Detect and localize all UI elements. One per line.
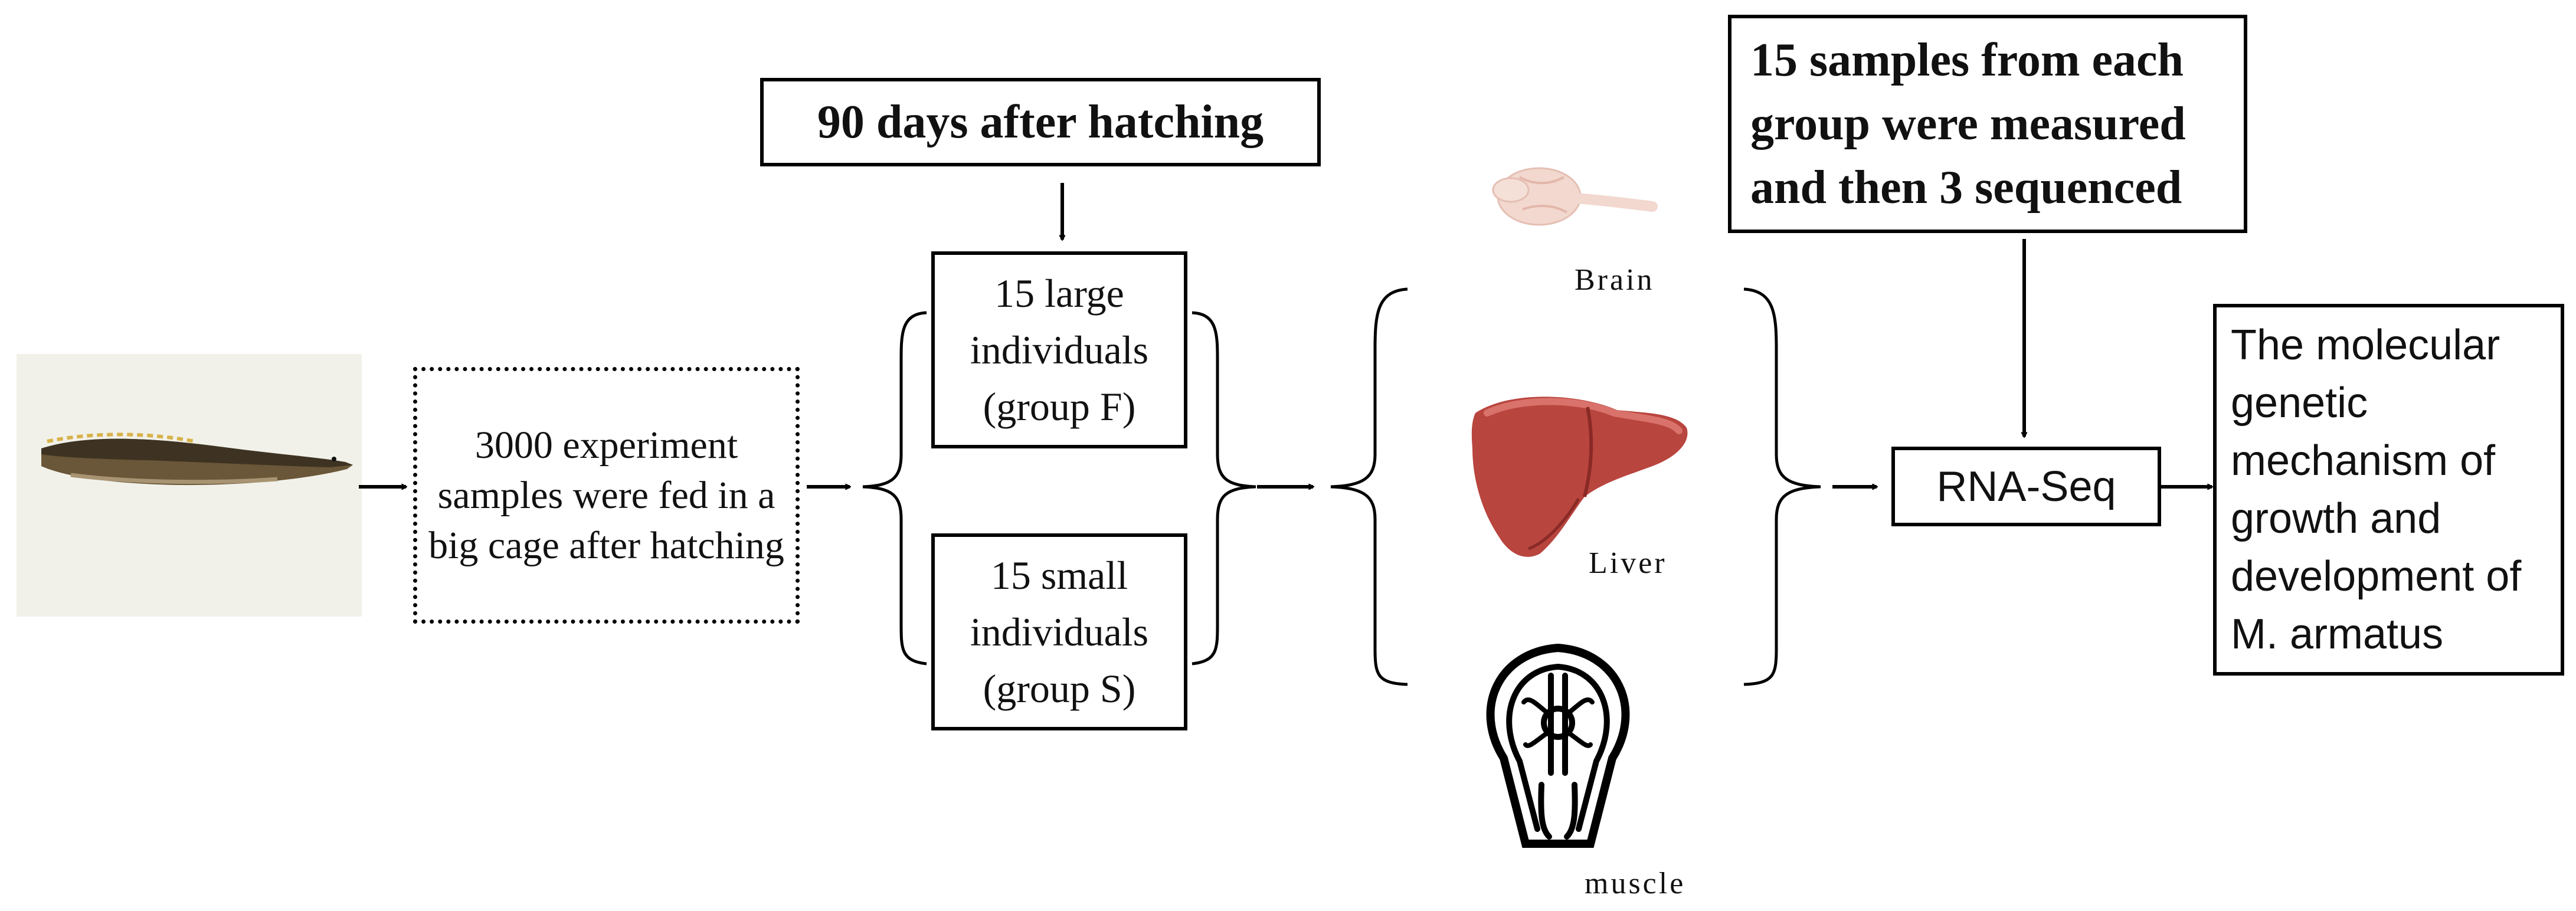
group-large-text: 15 large individuals (group F) — [970, 271, 1149, 429]
tissue-label-muscle: muscle — [1585, 867, 1686, 900]
time-step-box: 90 days after hatching — [760, 78, 1321, 166]
bracket-groups-right — [1192, 311, 1256, 666]
outcome-text: The molecular genetic mechanism of growt… — [2231, 322, 2522, 658]
liver-icon — [1471, 396, 1688, 557]
tissue-label-liver: Liver — [1589, 546, 1667, 580]
sampling-step-text: 15 samples from each group were measured… — [1750, 34, 2186, 214]
outcome-box: The molecular genetic mechanism of growt… — [2213, 304, 2564, 676]
sampling-step-box: 15 samples from each group were measured… — [1728, 15, 2247, 233]
muscle-icon — [1486, 643, 1630, 848]
bracket-tissues-left — [1330, 287, 1408, 686]
feed-step-box: 3000 experiment samples were fed in a bi… — [413, 367, 800, 624]
tissue-label-brain: Brain — [1575, 263, 1655, 297]
brain-icon — [1492, 167, 1658, 226]
bracket-groups-left — [862, 311, 927, 666]
group-large-box: 15 large individuals (group F) — [931, 251, 1187, 448]
rnaseq-box: RNA-Seq — [1891, 447, 2161, 526]
rnaseq-text: RNA-Seq — [1936, 463, 2116, 510]
group-small-box: 15 small individuals (group S) — [931, 533, 1187, 730]
group-small-text: 15 small individuals (group S) — [970, 553, 1149, 711]
time-step-text: 90 days after hatching — [817, 96, 1264, 148]
fish-photo — [17, 354, 362, 617]
feed-step-text: 3000 experiment samples were fed in a bi… — [428, 424, 784, 567]
bracket-tissues-right — [1743, 287, 1821, 686]
